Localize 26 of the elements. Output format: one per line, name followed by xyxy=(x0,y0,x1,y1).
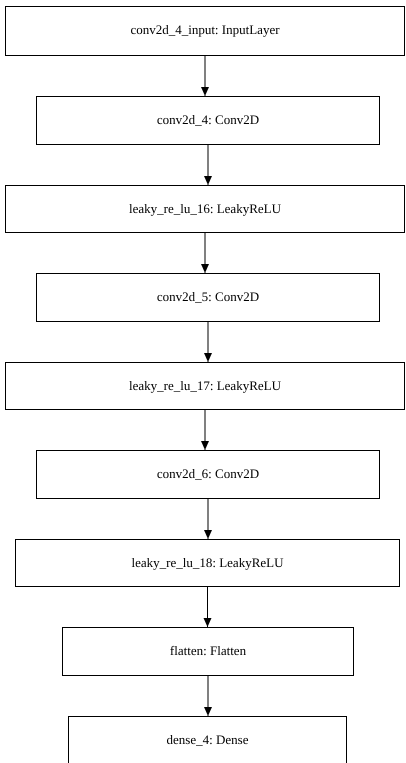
layer-label: dense_4: Dense xyxy=(166,731,248,749)
layer-label: leaky_re_lu_17: LeakyReLU xyxy=(129,377,281,395)
arrow xyxy=(201,56,209,96)
arrow xyxy=(201,410,209,450)
layer-box xyxy=(68,716,347,763)
layer-box xyxy=(36,96,380,145)
layer-box xyxy=(62,627,354,676)
arrow xyxy=(201,232,209,274)
layer-label: conv2d_4: Conv2D xyxy=(156,111,260,129)
layer-box xyxy=(5,362,405,410)
layer-box xyxy=(5,6,405,56)
arrow xyxy=(204,498,212,540)
layer-label: leaky_re_lu_18: LeakyReLU xyxy=(132,554,284,572)
layer-box xyxy=(5,185,405,233)
arrow xyxy=(204,586,212,628)
layer-label: conv2d_6: Conv2D xyxy=(156,465,260,483)
layer-label: leaky_re_lu_16: LeakyReLU xyxy=(129,200,281,218)
layer-label: conv2d_4_input: InputLayer xyxy=(130,21,280,39)
layer-box xyxy=(15,539,400,587)
layer-label: conv2d_5: Conv2D xyxy=(156,288,260,306)
layer-label: flatten: Flatten xyxy=(170,642,246,660)
layer-box xyxy=(36,273,380,322)
layer-box xyxy=(36,450,380,499)
arrow xyxy=(204,322,212,362)
arrow xyxy=(204,676,212,716)
arrow xyxy=(204,144,212,186)
